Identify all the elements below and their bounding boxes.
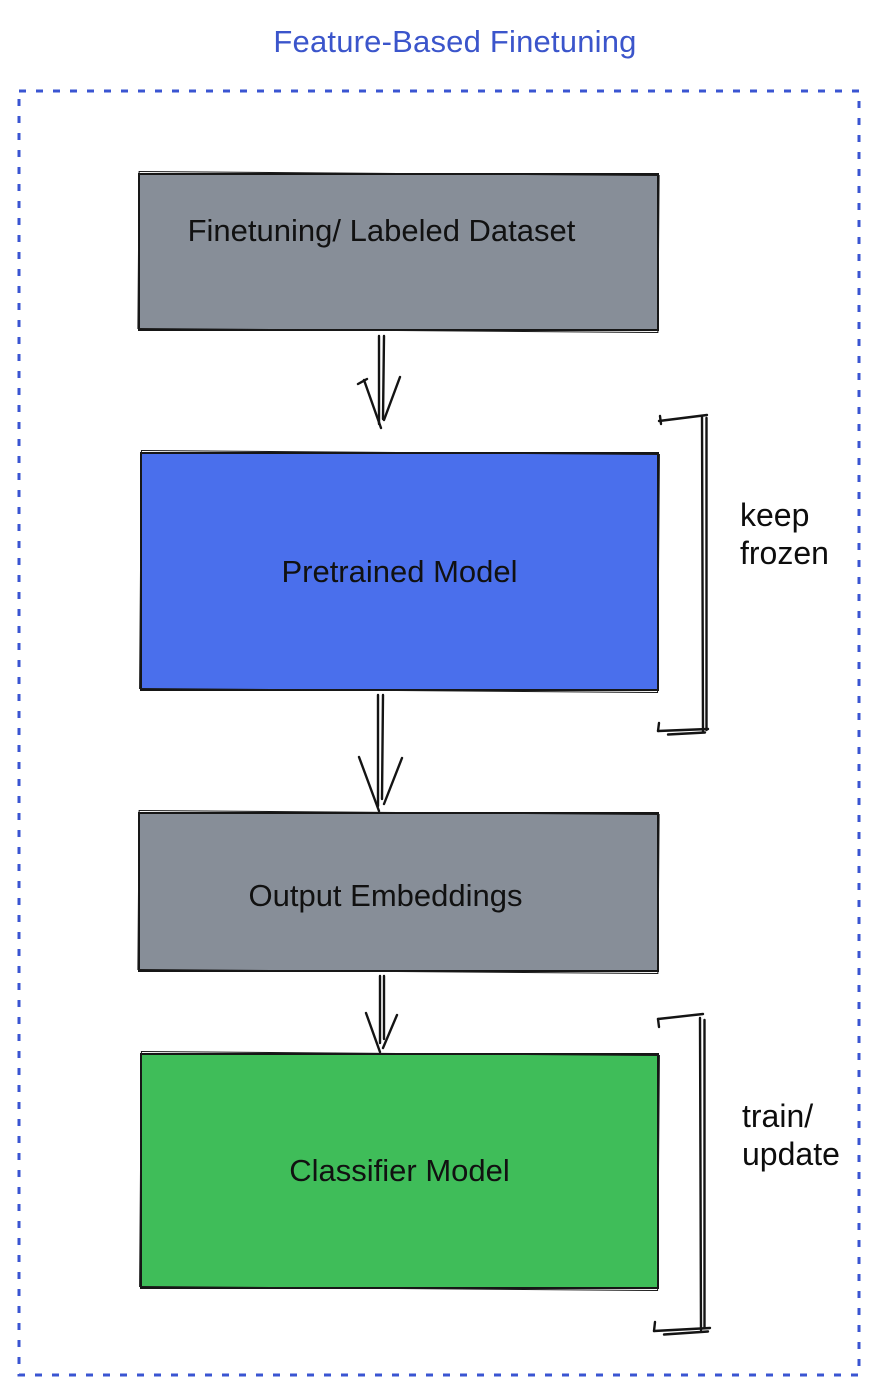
side-label-train-update-line2: update <box>742 1136 840 1172</box>
node-finetuning-dataset: Finetuning/ Labeled Dataset <box>138 173 659 331</box>
side-label-keep-frozen-line2: frozen <box>740 535 829 571</box>
side-label-train-update: train/ update <box>742 1097 840 1173</box>
arrow-embeddings-to-classifier <box>364 974 399 1054</box>
node-pretrained-model: Pretrained Model <box>140 452 659 691</box>
node-finetuning-dataset-label: Finetuning/ Labeled Dataset <box>187 213 576 248</box>
side-label-train-update-line1: train/ <box>742 1098 814 1134</box>
node-output-embeddings-label: Output Embeddings <box>248 878 523 913</box>
node-classifier-model-label: Classifier Model <box>289 1153 510 1188</box>
bracket-keep-frozen <box>656 413 710 736</box>
node-output-embeddings: Output Embeddings <box>138 812 659 972</box>
bracket-train-update <box>652 1012 712 1336</box>
arrow-dataset-to-pretrained <box>356 334 402 430</box>
side-label-keep-frozen-line1: keep <box>740 497 810 533</box>
node-pretrained-model-label: Pretrained Model <box>281 553 518 589</box>
node-classifier-model: Classifier Model <box>140 1053 659 1289</box>
diagram-title: Feature-Based Finetuning <box>273 24 637 59</box>
side-label-keep-frozen: keep frozen <box>740 496 829 572</box>
arrow-pretrained-to-embeddings <box>357 693 404 813</box>
